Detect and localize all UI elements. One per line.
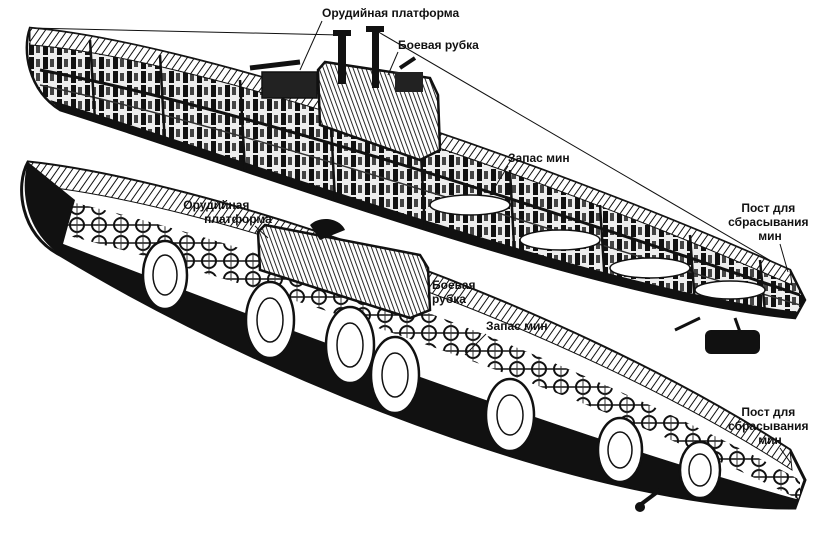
label-upper-conning-tower: Боевая рубка [398,38,479,52]
leader-lower-gun-platform [254,225,269,239]
label-lower-mine-drop-station: Пост для сбрасывания мин [728,405,812,447]
upper-stern-fittings [674,316,760,354]
label-lower-mine-drop-line-2: сбрасывания [728,419,808,433]
label-upper-gun-platform: Орудийная платформа [322,6,459,20]
leader-upper-gun-platform [299,20,323,71]
label-lower-mine-drop-line-1: Пост для [741,405,795,419]
upper-deck-gun [249,56,423,99]
label-lower-gun-platform-line-1: Орудийная [183,198,249,212]
label-upper-mine-storage: Запас мин [508,151,570,165]
label-upper-mine-drop-line-2: сбрасывания [728,215,808,229]
upper-rigging-line [374,29,791,273]
lower-keel-fitting [635,488,662,512]
label-upper-mine-drop-line-1: Пост для [741,201,795,215]
leader-upper-mine-drop-station [779,243,789,273]
label-lower-gun-platform-line-2: платформа [204,212,272,226]
label-upper-mine-drop-line-3: мин [758,229,782,243]
label-lower-gun-platform: Орудийная платформа [183,198,272,226]
upper-periscopes [333,26,384,88]
label-lower-conning-tower: Боевая рубка [432,278,479,306]
lower-conning-tower [256,223,432,320]
leader-upper-conning-tower [387,51,399,76]
upper-rigging-line [29,27,341,36]
label-lower-conning-tower-line-2: рубка [432,292,466,306]
leader-lower-mine-storage [464,333,487,356]
upper-submarine [25,26,807,354]
label-upper-mine-drop-station: Пост для сбрасывания мин [728,201,812,243]
label-lower-conning-tower-line-1: Боевая [432,278,476,292]
leader-upper-mine-storage [489,165,509,196]
lower-submarine [20,160,807,512]
label-lower-mine-drop-line-3: мин [758,433,782,447]
leader-lower-mine-drop-station [779,447,791,463]
label-lower-mine-storage: Запас мин [486,319,548,333]
